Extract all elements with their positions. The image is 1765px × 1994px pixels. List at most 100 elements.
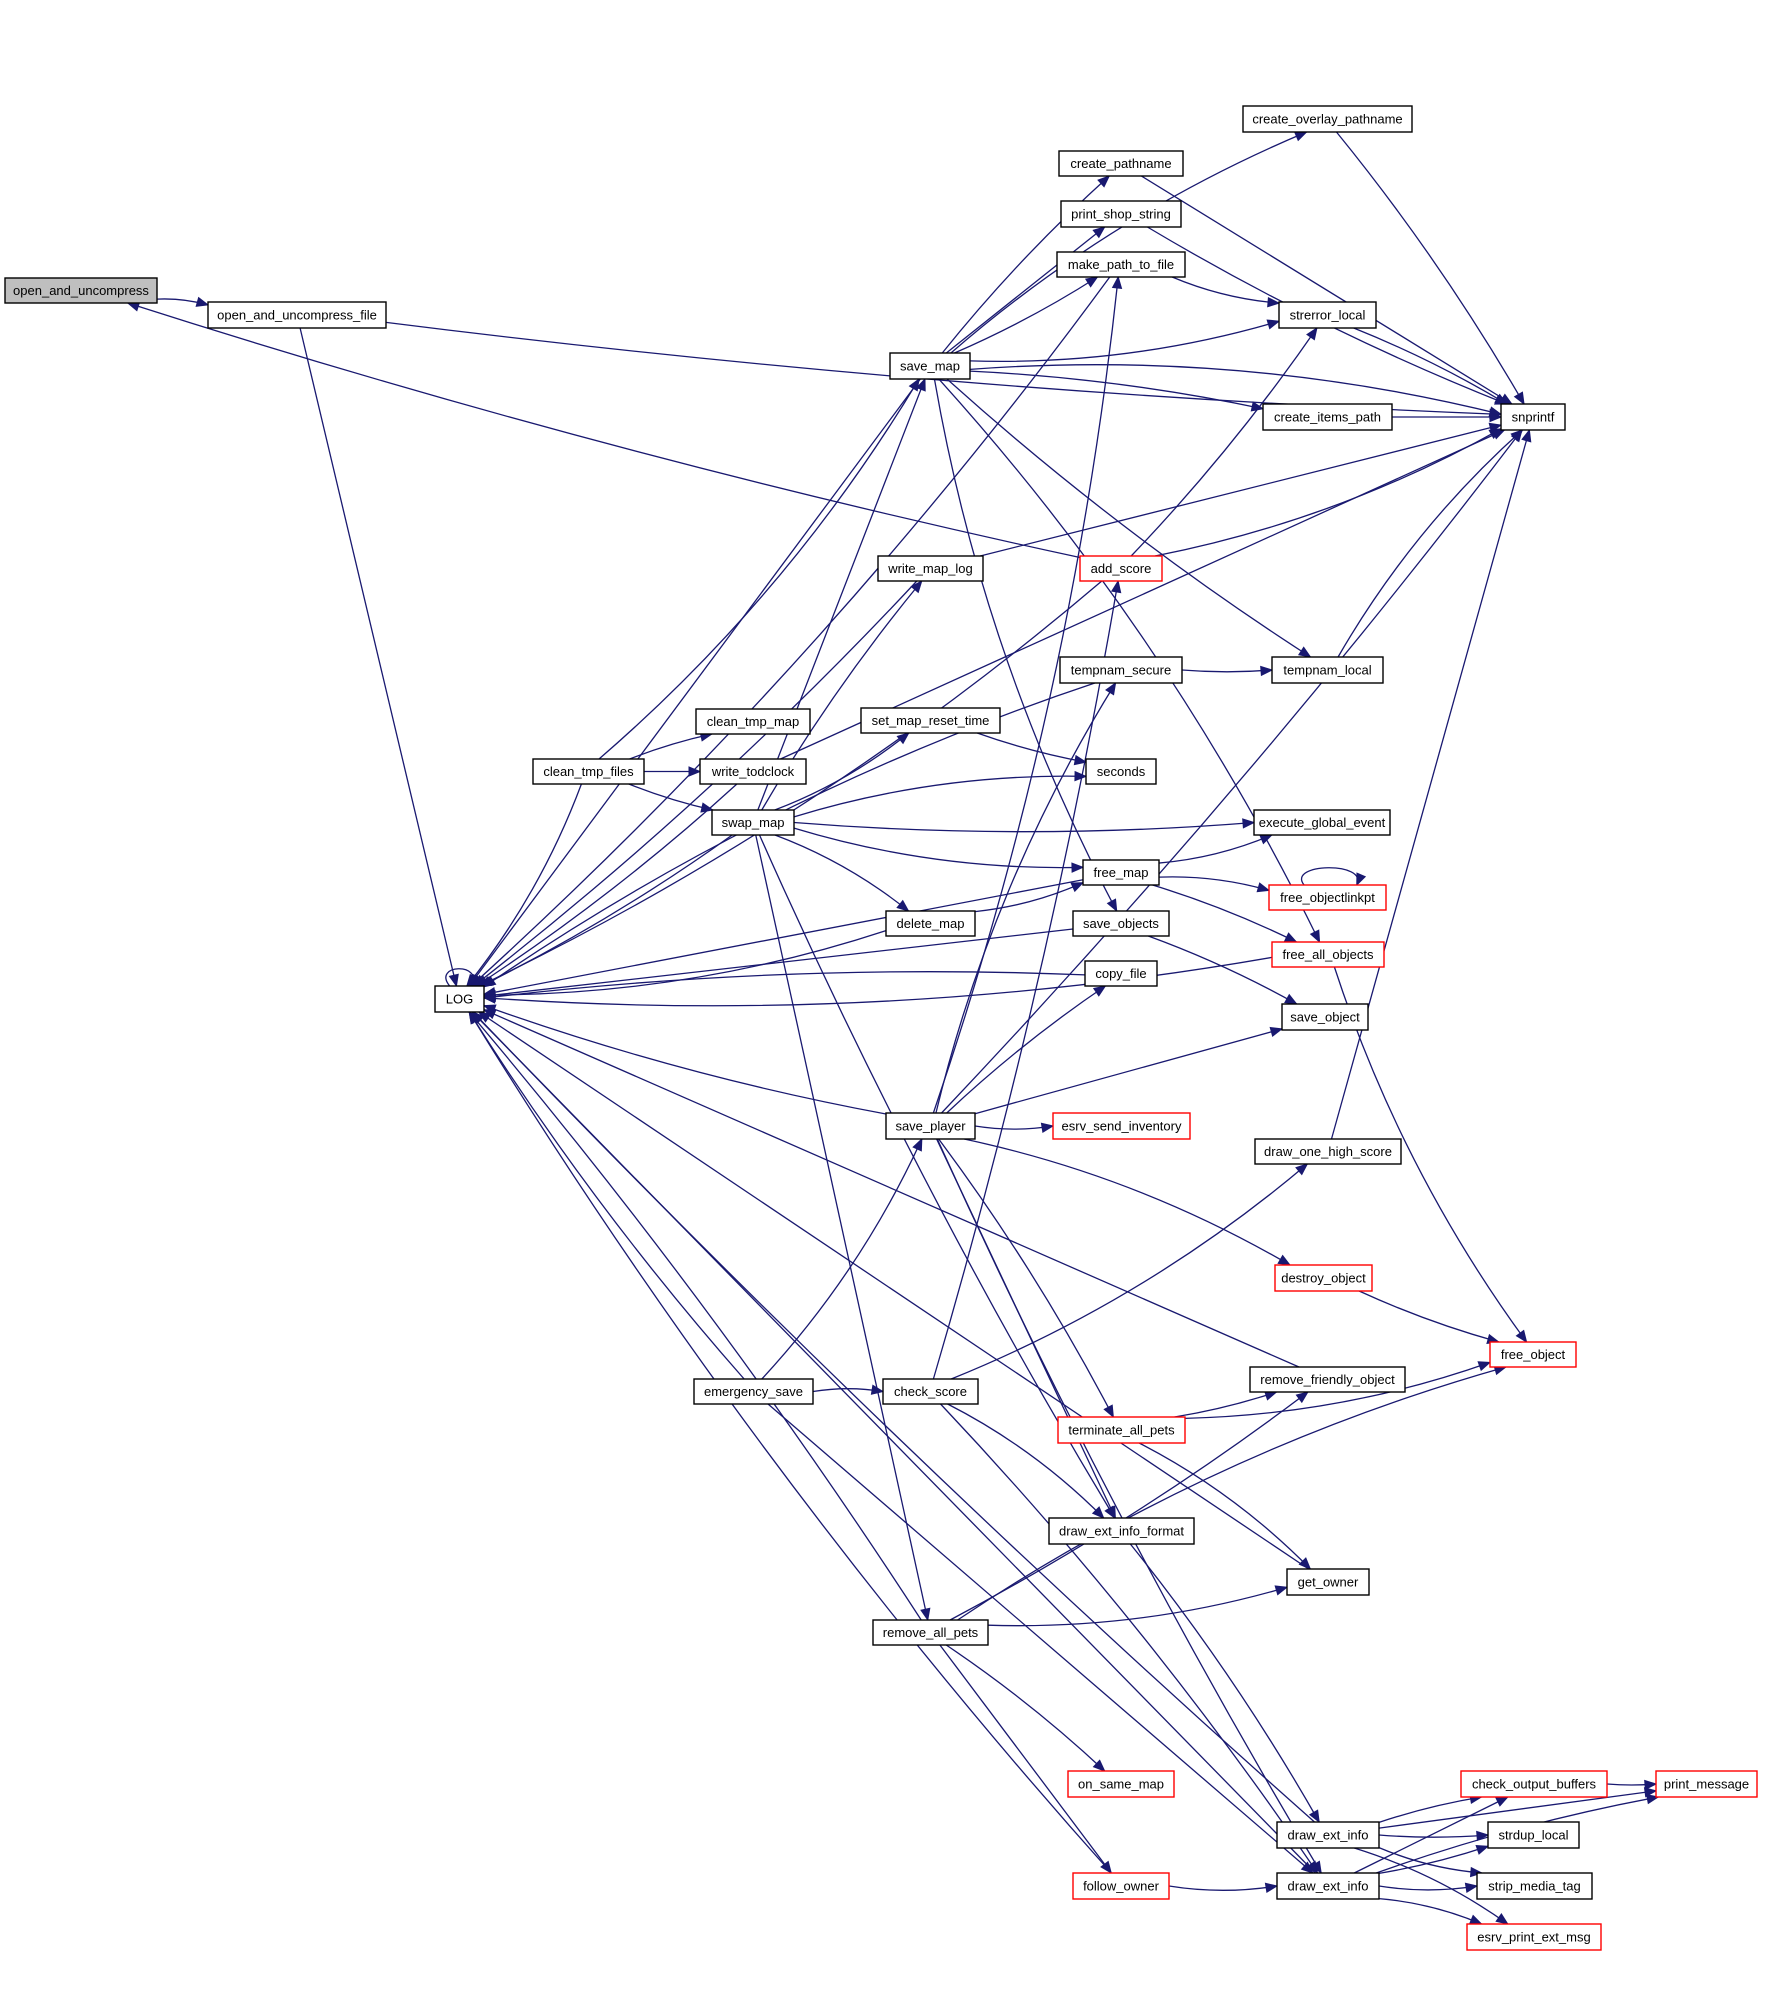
node-emergency-save[interactable]: emergency_save	[693, 1378, 814, 1405]
node-box[interactable]	[1268, 884, 1387, 911]
node-box[interactable]	[207, 301, 387, 329]
node-box[interactable]	[1487, 1821, 1580, 1849]
node-box[interactable]	[1253, 809, 1391, 836]
node-box[interactable]	[1286, 1568, 1370, 1596]
node-box[interactable]	[1058, 150, 1184, 177]
node-copy-file[interactable]: copy_file	[1084, 960, 1158, 987]
node-create-overlay-pathname[interactable]: create_overlay_pathname	[1242, 105, 1413, 133]
node-create-items-path[interactable]: create_items_path	[1262, 403, 1393, 431]
node-box[interactable]	[711, 809, 795, 836]
node-free-all-objects[interactable]: free_all_objects	[1271, 941, 1385, 968]
node-box[interactable]	[1072, 910, 1170, 937]
node-box[interactable]	[693, 1378, 814, 1405]
node-box[interactable]	[860, 707, 1001, 734]
node-delete-map[interactable]: delete_map	[885, 910, 976, 937]
node-box[interactable]	[1242, 105, 1413, 133]
node-remove-friendly-object[interactable]: remove_friendly_object	[1249, 1366, 1406, 1393]
node-add-score[interactable]: add_score	[1079, 555, 1163, 582]
node-box[interactable]	[1476, 1872, 1593, 1900]
node-open-and-uncompress-file[interactable]: open_and_uncompress_file	[207, 301, 387, 329]
node-box[interactable]	[1460, 1770, 1608, 1798]
node-box[interactable]	[1500, 403, 1566, 431]
node-esrv-print-ext-msg[interactable]: esrv_print_ext_msg	[1466, 1923, 1602, 1951]
node-box[interactable]	[1057, 1416, 1186, 1444]
node-save-player[interactable]: save_player	[885, 1112, 976, 1140]
node-execute-global-event[interactable]: execute_global_event	[1253, 809, 1391, 836]
node-box[interactable]	[1085, 758, 1157, 785]
node-box[interactable]	[1067, 1770, 1175, 1798]
node-esrv-send-inventory[interactable]: esrv_send_inventory	[1052, 1112, 1191, 1140]
node-box[interactable]	[1262, 403, 1393, 431]
node-print-shop-string[interactable]: print_shop_string	[1060, 200, 1182, 228]
node-clean-tmp-files[interactable]: clean_tmp_files	[532, 758, 645, 785]
node-write-map-log[interactable]: write_map_log	[877, 555, 984, 582]
node-box[interactable]	[1084, 960, 1158, 987]
node-box[interactable]	[1079, 555, 1163, 582]
node-terminate-all-pets[interactable]: terminate_all_pets	[1057, 1416, 1186, 1444]
node-box[interactable]	[1466, 1923, 1602, 1951]
node-box[interactable]	[882, 1378, 979, 1405]
node-draw-one-high-score[interactable]: draw_one_high_score	[1254, 1138, 1402, 1165]
node-draw-ext-info-b[interactable]: draw_ext_info	[1276, 1872, 1380, 1900]
node-box[interactable]	[695, 708, 811, 735]
node-LOG[interactable]: LOG	[434, 985, 485, 1013]
node-check-output-buffers[interactable]: check_output_buffers	[1460, 1770, 1608, 1798]
node-box[interactable]	[1274, 1264, 1373, 1292]
node-seconds[interactable]: seconds	[1085, 758, 1157, 785]
node-print-message[interactable]: print_message	[1655, 1770, 1758, 1798]
node-create-pathname[interactable]: create_pathname	[1058, 150, 1184, 177]
node-save-object[interactable]: save_object	[1281, 1003, 1369, 1031]
node-box[interactable]	[889, 352, 971, 380]
node-box[interactable]	[1276, 1872, 1380, 1900]
node-box[interactable]	[1060, 200, 1182, 228]
node-open-and-uncompress[interactable]: open_and_uncompress	[4, 277, 158, 304]
node-free-map[interactable]: free_map	[1082, 859, 1160, 886]
node-free-objectlinkpt[interactable]: free_objectlinkpt	[1268, 884, 1387, 911]
node-strip-media-tag[interactable]: strip_media_tag	[1476, 1872, 1593, 1900]
node-box[interactable]	[885, 910, 976, 937]
node-snprintf[interactable]: snprintf	[1500, 403, 1566, 431]
node-box[interactable]	[4, 277, 158, 304]
node-box[interactable]	[872, 1619, 989, 1646]
node-box[interactable]	[1082, 859, 1160, 886]
node-box[interactable]	[1271, 941, 1385, 968]
node-box[interactable]	[1056, 251, 1186, 278]
node-draw-ext-info-format[interactable]: draw_ext_info_format	[1048, 1517, 1195, 1545]
node-box[interactable]	[1072, 1872, 1170, 1900]
node-free-object[interactable]: free_object	[1489, 1341, 1577, 1368]
node-box[interactable]	[1489, 1341, 1577, 1368]
node-save-map[interactable]: save_map	[889, 352, 971, 380]
node-draw-ext-info-a[interactable]: draw_ext_info	[1276, 1821, 1380, 1849]
node-box[interactable]	[1052, 1112, 1191, 1140]
node-make-path-to-file[interactable]: make_path_to_file	[1056, 251, 1186, 278]
node-box[interactable]	[1278, 301, 1377, 329]
node-box[interactable]	[1254, 1138, 1402, 1165]
node-swap-map[interactable]: swap_map	[711, 809, 795, 836]
node-remove-all-pets[interactable]: remove_all_pets	[872, 1619, 989, 1646]
node-strdup-local[interactable]: strdup_local	[1487, 1821, 1580, 1849]
node-tempnam-local[interactable]: tempnam_local	[1271, 656, 1384, 684]
node-get-owner[interactable]: get_owner	[1286, 1568, 1370, 1596]
node-on-same-map[interactable]: on_same_map	[1067, 1770, 1175, 1798]
node-box[interactable]	[699, 758, 807, 785]
node-box[interactable]	[885, 1112, 976, 1140]
node-box[interactable]	[1276, 1821, 1380, 1849]
node-set-map-reset-time[interactable]: set_map_reset_time	[860, 707, 1001, 734]
node-destroy-object[interactable]: destroy_object	[1274, 1264, 1373, 1292]
node-box[interactable]	[877, 555, 984, 582]
node-box[interactable]	[1249, 1366, 1406, 1393]
node-box[interactable]	[1059, 656, 1183, 684]
node-follow-owner[interactable]: follow_owner	[1072, 1872, 1170, 1900]
node-save-objects[interactable]: save_objects	[1072, 910, 1170, 937]
node-box[interactable]	[1048, 1517, 1195, 1545]
node-box[interactable]	[1655, 1770, 1758, 1798]
node-clean-tmp-map[interactable]: clean_tmp_map	[695, 708, 811, 735]
node-box[interactable]	[532, 758, 645, 785]
node-box[interactable]	[1281, 1003, 1369, 1031]
node-box[interactable]	[1271, 656, 1384, 684]
node-strerror-local[interactable]: strerror_local	[1278, 301, 1377, 329]
node-box[interactable]	[434, 985, 485, 1013]
node-check-score[interactable]: check_score	[882, 1378, 979, 1405]
node-write-todclock[interactable]: write_todclock	[699, 758, 807, 785]
node-tempnam-secure[interactable]: tempnam_secure	[1059, 656, 1183, 684]
